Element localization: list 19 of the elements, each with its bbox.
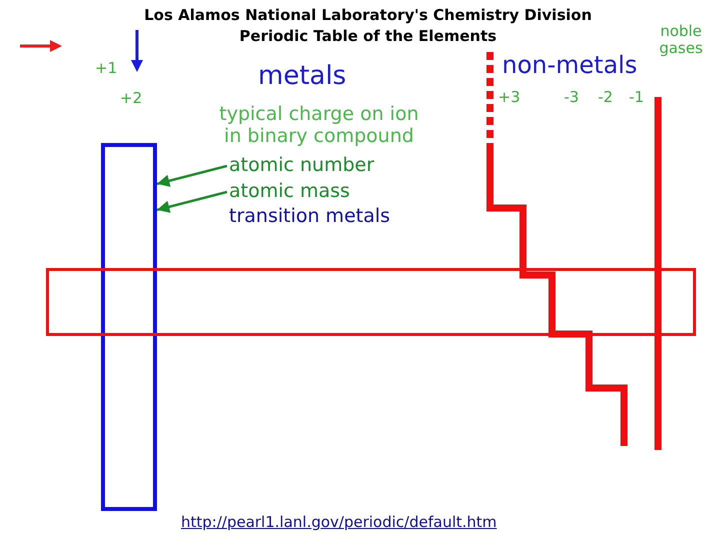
region-label: transition metals — [229, 206, 390, 228]
highlight-frame — [46, 268, 696, 336]
callout-text: atomic number — [229, 155, 374, 177]
charge-label: -2 — [598, 89, 613, 106]
region-label: metals — [258, 62, 346, 92]
leader-arrow — [156, 190, 228, 213]
source-link: http://pearl1.lanl.gov/periodic/default.htm — [181, 514, 497, 532]
charge-label: +3 — [498, 89, 520, 106]
charge-label: -3 — [564, 89, 579, 106]
region-label: non-metals — [502, 52, 638, 80]
charge-label: +1 — [95, 60, 118, 78]
annotation-text: typical charge on ion in binary compound — [218, 104, 420, 148]
slide-title: Los Alamos National Laboratory's Chemistry Division Periodic Table of the Elements — [143, 5, 593, 47]
leader-arrow — [156, 164, 228, 187]
callout-text: atomic mass — [229, 181, 350, 203]
charge-label: +2 — [120, 90, 142, 108]
highlight-frame — [101, 143, 157, 511]
charge-label: -1 — [629, 89, 644, 106]
group-label: noble gases — [658, 23, 704, 58]
